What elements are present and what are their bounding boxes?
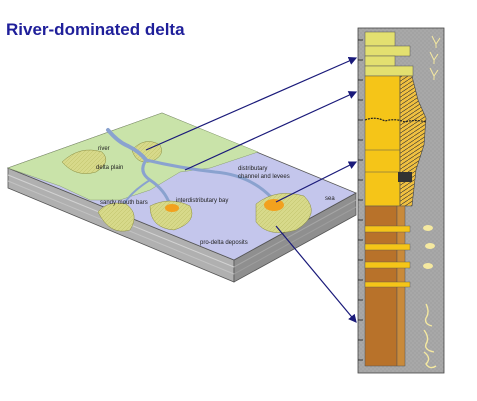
root-trace-icons <box>429 35 441 80</box>
arrow-distributary <box>184 91 358 171</box>
label-river: river <box>98 146 110 152</box>
block-diagram: river delta plain distributary channel a… <box>6 112 357 283</box>
mouth-bar-central <box>149 200 193 231</box>
arrow-upstream-fan <box>145 57 358 151</box>
label-channel-and-levees: channel and levees <box>238 174 290 180</box>
distributary-east <box>144 158 274 200</box>
diagram-title: River-dominated delta <box>6 20 185 39</box>
unit-top-pale-2 <box>364 45 411 57</box>
upstream-fan-left <box>61 149 107 174</box>
mouth-bar-central-active <box>165 204 179 212</box>
unit-sand-stringer-3 <box>364 261 411 269</box>
erosion-surface <box>364 117 427 123</box>
arrow-pro-delta <box>275 225 357 323</box>
shell-fossil-icons <box>423 225 435 269</box>
mouth-bar-east-active <box>264 199 284 211</box>
stratigraphic-column <box>357 27 445 374</box>
label-interdistributary-bay: interdistributary bay <box>176 198 228 204</box>
column-scale-ticks <box>358 39 363 361</box>
arrow-mouth-bar <box>275 161 358 203</box>
river-channel <box>106 128 148 162</box>
unit-sand-stringer-2 <box>364 243 411 251</box>
unit-top-pale-3 <box>364 55 396 67</box>
burrow-trace-icons <box>423 303 437 369</box>
unit-sand-stringer-1 <box>364 225 411 233</box>
mouth-bar-southwest <box>97 202 135 232</box>
unit-sand <box>364 75 401 207</box>
land-surface <box>7 112 259 201</box>
unit-top-pale-4 <box>364 65 414 77</box>
unit-dark-lens <box>398 172 412 182</box>
label-sea: sea <box>325 196 335 202</box>
label-distributary: distributary <box>238 166 267 172</box>
unit-top-pale <box>364 31 396 47</box>
river-channels <box>106 128 274 213</box>
correlation-arrows <box>145 57 358 323</box>
label-sandy-mouth-bars: sandy mouth bars <box>100 200 148 206</box>
label-delta-plain: delta plain <box>96 165 123 171</box>
label-pro-delta-deposits: pro-delta deposits <box>200 240 248 246</box>
unit-sand-stringer-4 <box>364 281 411 288</box>
